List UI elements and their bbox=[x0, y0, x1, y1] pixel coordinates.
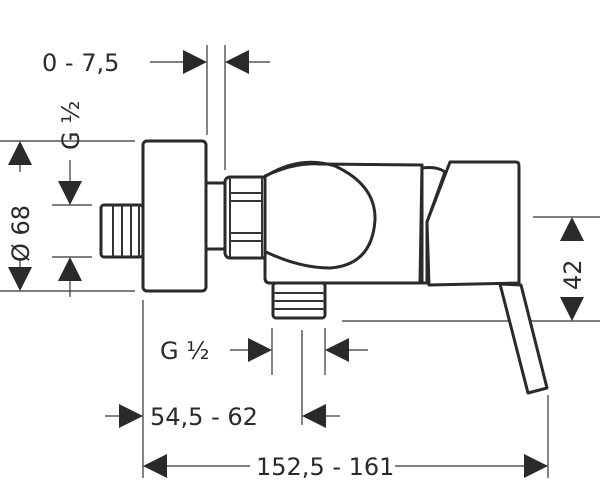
dim-lever-height-label: 42 bbox=[559, 259, 587, 290]
lever-housing bbox=[425, 160, 521, 287]
dim-depth-outlet-label: 54,5 - 62 bbox=[150, 403, 258, 431]
wall-flange bbox=[141, 139, 208, 293]
inlet-thread bbox=[99, 203, 145, 259]
mixer-body bbox=[263, 160, 447, 285]
dim-inlet-thread-label: G ½ bbox=[57, 101, 85, 151]
dim-offset-label: 0 - 7,5 bbox=[42, 49, 119, 77]
extension-lines bbox=[0, 45, 600, 478]
dim-flange-diameter-label: Ø 68 bbox=[7, 205, 35, 262]
dim-outlet-thread-label: G ½ bbox=[160, 337, 210, 365]
outlet-thread bbox=[271, 281, 327, 320]
neck bbox=[204, 181, 228, 251]
dimension-arrows bbox=[8, 50, 584, 478]
lever-handle bbox=[498, 282, 549, 395]
union-nut bbox=[223, 175, 269, 260]
dim-total-depth-label: 152,5 - 161 bbox=[256, 453, 394, 481]
